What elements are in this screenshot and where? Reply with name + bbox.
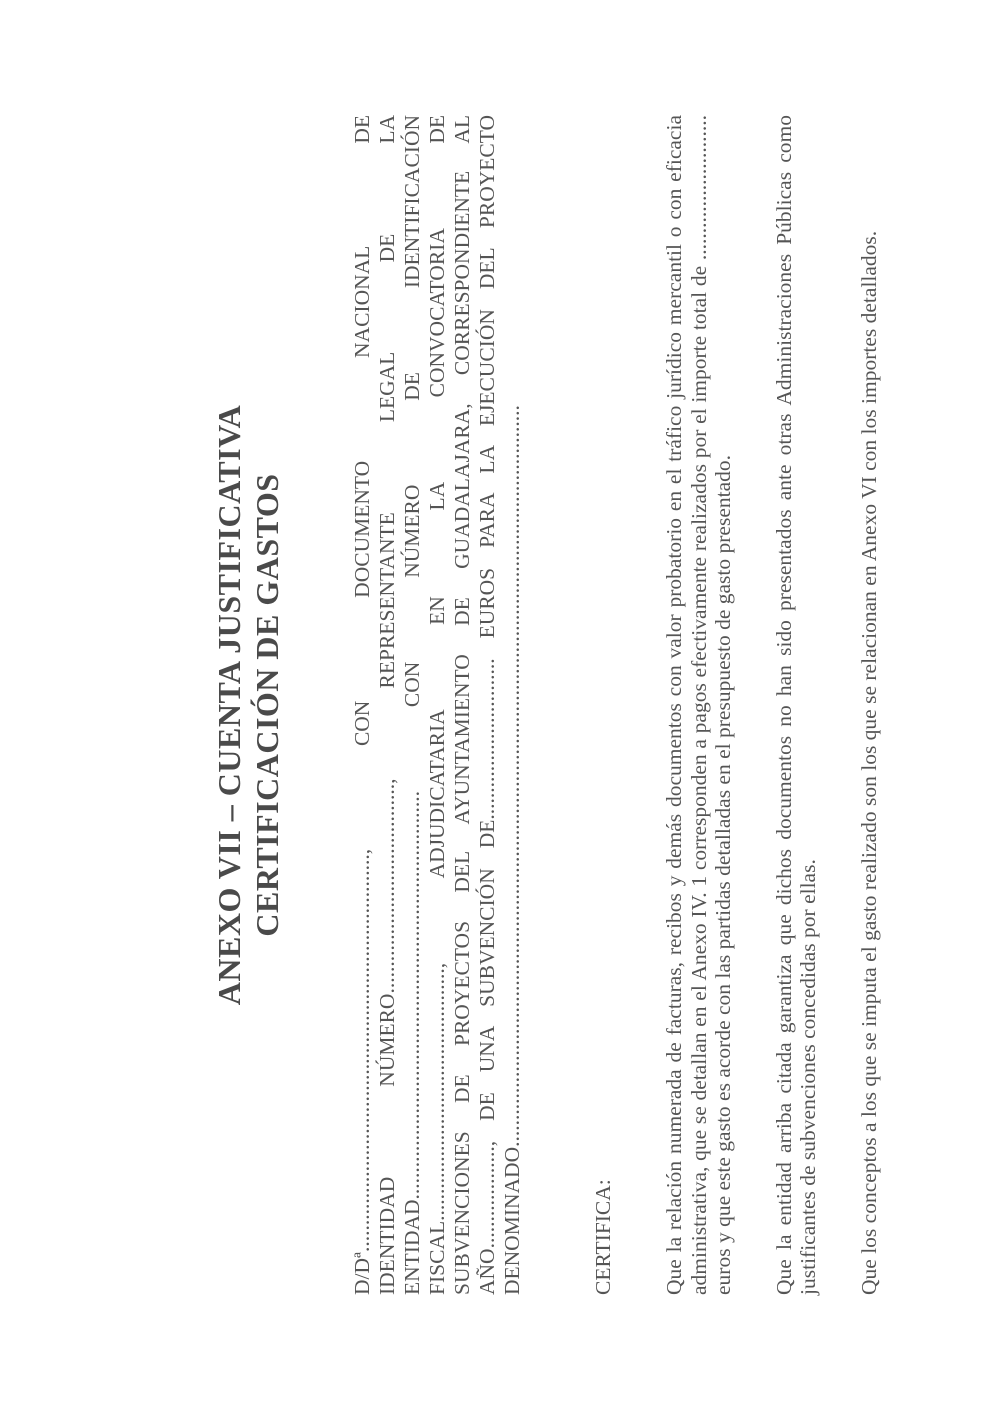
declaration-line: DENOMINADO..............................… bbox=[500, 405, 524, 1295]
certification-paragraph-1: Que la relación numerada de facturas, re… bbox=[662, 115, 735, 1295]
document-title: ANEXO VII – CUENTA JUSTIFICATIVA CERTIFI… bbox=[210, 115, 286, 1295]
rotated-page-content: ANEXO VII – CUENTA JUSTIFICATIVA CERTIFI… bbox=[210, 115, 900, 1295]
title-line-1: ANEXO VII – CUENTA JUSTIFICATIVA bbox=[211, 404, 247, 1006]
declaration-block: D/Dª....................................… bbox=[350, 115, 525, 1295]
title-line-2: CERTIFICACIÓN DE GASTOS bbox=[249, 473, 285, 937]
certifica-label: CERTIFICA: bbox=[591, 1179, 615, 1295]
declaration-line: FISCAL..................................… bbox=[425, 115, 449, 1295]
certification-paragraph-2: Que la entidad arriba citada garantiza q… bbox=[771, 115, 821, 1295]
certification-paragraph-3: Que los conceptos a los que se imputa el… bbox=[856, 230, 881, 1295]
declaration-line: AÑO..................., DE UNA SUBVENCIÓ… bbox=[475, 115, 499, 1295]
declaration-line: ENTIDAD.................................… bbox=[400, 115, 424, 1295]
declaration-line: IDENTIDAD NÚMERO........................… bbox=[375, 115, 399, 1295]
declaration-line: D/Dª....................................… bbox=[350, 115, 374, 1295]
declaration-line: SUBVENCIONES DE PROYECTOS DEL AYUNTAMIEN… bbox=[450, 115, 474, 1295]
